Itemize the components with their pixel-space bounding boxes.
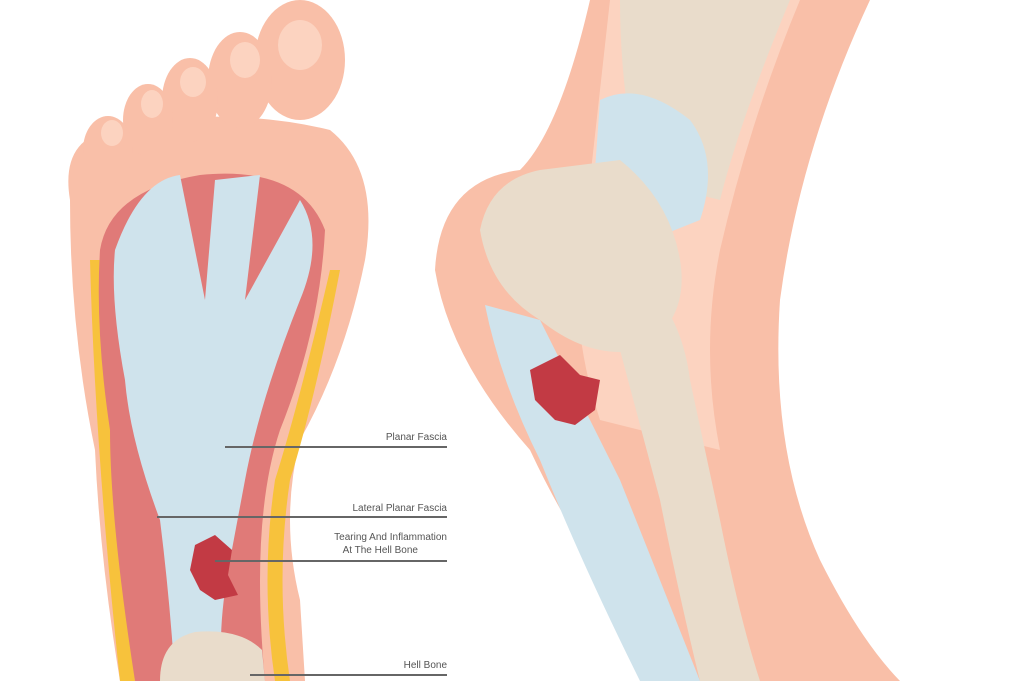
fat-pad-right	[267, 270, 340, 681]
tear-inflammation	[190, 535, 238, 600]
label-tearing-line2: At The Hell Bone	[342, 545, 418, 556]
label-lateral-planar-fascia: Lateral Planar Fascia	[352, 503, 448, 514]
foot-sole-view	[68, 0, 369, 681]
leader-line-hell-bone	[250, 674, 447, 676]
heel-bone	[160, 631, 265, 681]
plantar-fascia	[113, 175, 313, 681]
toes	[83, 0, 345, 184]
leader-line-planar-fascia	[225, 446, 447, 448]
label-planar-fascia: Planar Fascia	[385, 432, 447, 443]
tear-inflammation-side	[530, 355, 600, 425]
label-tearing-line1: Tearing And Inflammation	[334, 532, 447, 543]
heel-side-view	[435, 0, 900, 681]
leader-line-tearing	[215, 560, 447, 562]
leader-line-lateral-planar-fascia	[157, 516, 447, 518]
label-hell-bone: Hell Bone	[403, 660, 447, 671]
midfoot-bones	[620, 260, 760, 681]
